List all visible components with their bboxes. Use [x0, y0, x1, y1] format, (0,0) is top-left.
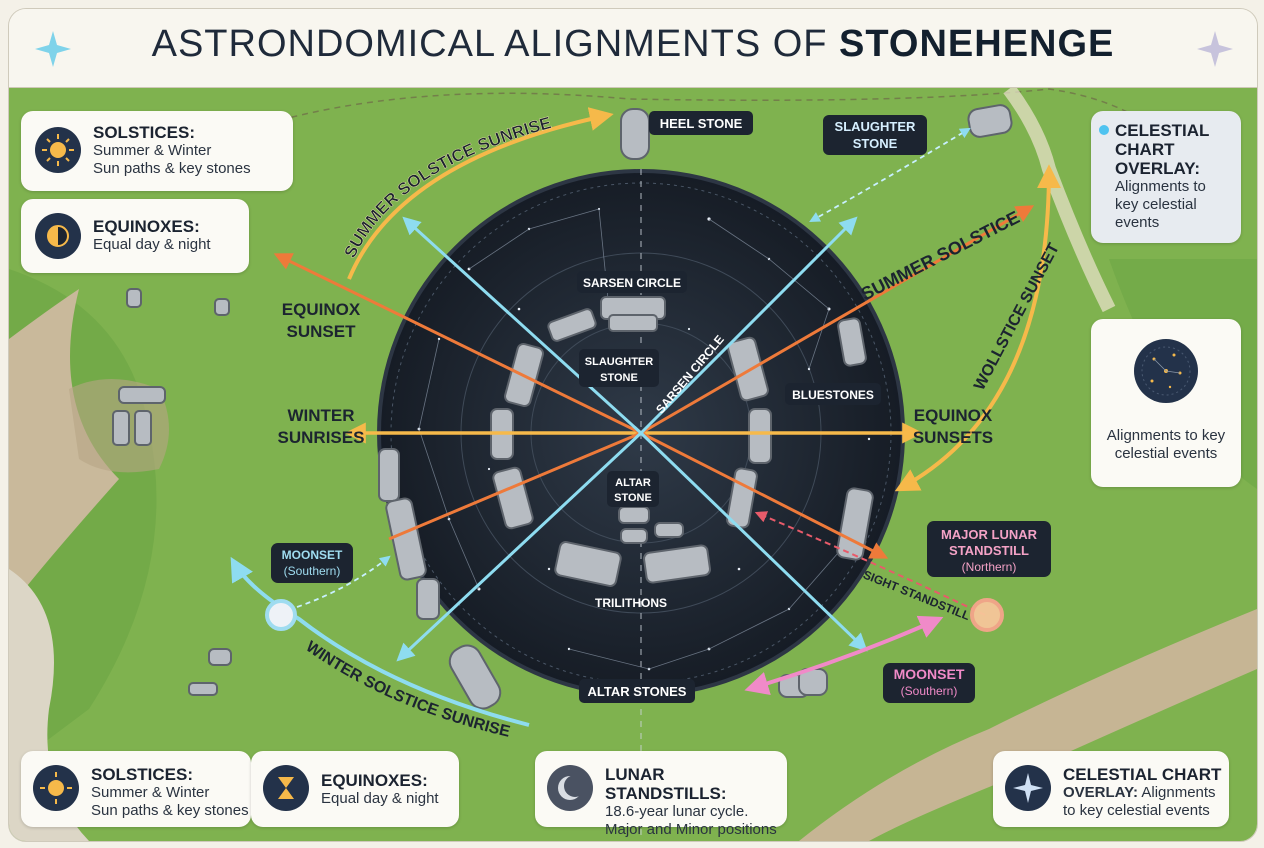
wollstice-arc — [894, 164, 1061, 492]
right-path — [799, 609, 1257, 841]
svg-text:ALTAR STONES: ALTAR STONES — [588, 684, 687, 699]
bottom-solstices-card: SOLSTICES: Summer & Winter Sun paths & k… — [21, 751, 251, 827]
svg-text:EQUINOX: EQUINOX — [914, 406, 993, 425]
bottom-lunar-card: LUNAR STANDSTILLS: 18.6-year lunar cycle… — [535, 751, 787, 838]
winter-sunrise-arc — [230, 556, 530, 727]
cyan-sw-line — [396, 431, 643, 662]
svg-text:MOONSET: MOONSET — [282, 548, 343, 562]
moonset-dashed — [296, 555, 391, 608]
svg-text:SUNRISES: SUNRISES — [278, 428, 365, 447]
star-chart-icon — [1134, 339, 1198, 403]
cyan-dot-icon — [1099, 125, 1109, 135]
svg-text:SARSEN CIRCLE: SARSEN CIRCLE — [583, 276, 681, 290]
cyan-nw-line — [402, 216, 643, 435]
svg-text:SLAUGHTER: SLAUGHTER — [585, 356, 654, 368]
page-header: ASTRONDOMICAL ALIGNMENTS OF STONEHENGE — [9, 9, 1257, 88]
half-sun-icon — [35, 213, 81, 259]
hourglass-icon — [263, 765, 309, 811]
sarsen-stones — [112, 104, 1013, 710]
sun-icon — [35, 127, 81, 173]
svg-text:SUNSET: SUNSET — [287, 322, 357, 341]
svg-text:(Southern): (Southern) — [901, 684, 958, 698]
svg-text:STONE: STONE — [614, 492, 652, 504]
sparkle-icon — [1197, 31, 1233, 67]
svg-text:STANDSTILL: STANDSTILL — [949, 543, 1029, 558]
moon-east — [970, 598, 1004, 632]
svg-text:ALTAR: ALTAR — [615, 477, 651, 489]
svg-text:MOONSET: MOONSET — [894, 666, 965, 682]
sw-orange-line — [388, 431, 642, 541]
svg-text:(Southern): (Southern) — [284, 564, 341, 578]
stonehenge-map: HEEL STONE SLAUGHTER STONE SUMMER SOLSTI… — [9, 84, 1257, 841]
svg-text:WINTER: WINTER — [287, 406, 354, 425]
equinox-sunset-line — [273, 253, 642, 435]
moon-west — [265, 599, 297, 631]
poster-frame: HEEL STONE SLAUGHTER STONE SUMMER SOLSTI… — [8, 8, 1258, 842]
svg-text:SLAUGHTER: SLAUGHTER — [835, 119, 917, 134]
svg-text:BLUESTONES: BLUESTONES — [792, 388, 874, 402]
constellation-lines — [418, 208, 860, 670]
se-orange-line — [640, 431, 889, 559]
sun-icon — [33, 765, 79, 811]
summer-sunrise-arc — [347, 107, 614, 280]
bottom-equinoxes-card: EQUINOXES: Equal day & night — [251, 751, 459, 827]
page-title: ASTRONDOMICAL ALIGNMENTS OF STONEHENGE — [151, 23, 1115, 65]
equinoxes-card: EQUINOXES: Equal day & night — [21, 199, 249, 273]
svg-text:SUNSETS: SUNSETS — [913, 428, 993, 447]
svg-text:MAJOR LUNAR: MAJOR LUNAR — [941, 527, 1038, 542]
svg-text:TRILITHONS: TRILITHONS — [595, 596, 667, 610]
compass-star-icon — [1005, 765, 1051, 811]
summer-solstice-line — [640, 205, 1035, 435]
cyan-ne-line — [639, 216, 858, 435]
cyan-se-line — [639, 431, 868, 652]
solstices-card: SOLSTICES: Summer & Winter Sun paths & k… — [21, 111, 293, 191]
svg-text:(Northern): (Northern) — [962, 560, 1017, 574]
sparkle-icon — [35, 31, 71, 67]
slaughter-dashed — [809, 127, 971, 223]
bottom-celestial-card: CELESTIAL CHART OVERLAY: Alignments to k… — [993, 751, 1229, 827]
celestial-overlay-card: CELESTIAL CHART OVERLAY: Alignments to k… — [1091, 111, 1241, 243]
left-path — [9, 289, 119, 609]
moon-icon — [547, 765, 593, 811]
lunar-pink-arrow — [744, 615, 944, 695]
heel-stone-label: HEEL STONE — [660, 116, 743, 131]
svg-text:EQUINOX: EQUINOX — [282, 300, 361, 319]
celestial-events-card: Alignments to key celestial events — [1091, 319, 1241, 487]
svg-text:STONE: STONE — [600, 372, 638, 384]
svg-text:STONE: STONE — [853, 136, 898, 151]
lunar-red-dashed — [754, 511, 986, 616]
bottom-legend: SOLSTICES: Summer & Winter Sun paths & k… — [9, 751, 1257, 841]
